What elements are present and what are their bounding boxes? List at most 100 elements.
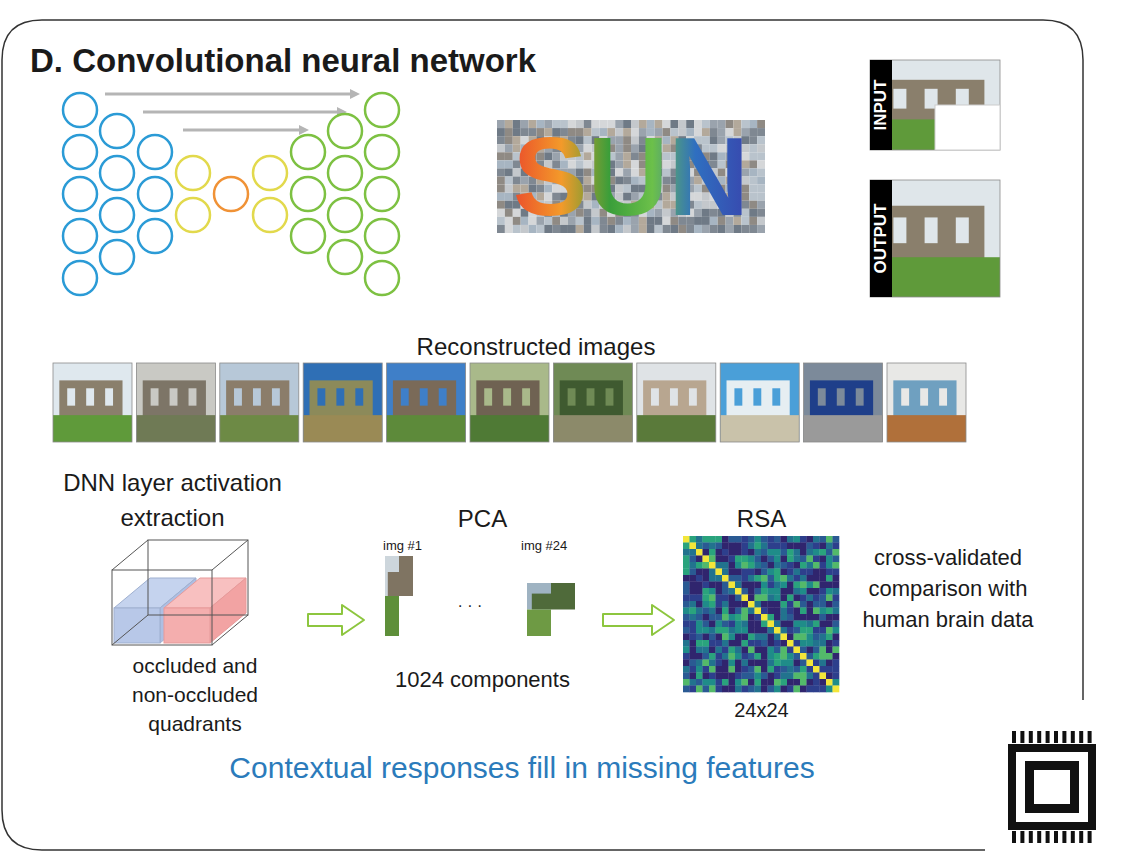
stage-text: img #24	[521, 538, 567, 555]
matrix-cell	[794, 575, 801, 582]
matrix-cell	[800, 588, 807, 595]
stage-text: 1024 components	[370, 666, 595, 695]
matrix-cell	[794, 647, 801, 654]
matrix-cell	[755, 575, 762, 582]
matrix-cell	[774, 608, 781, 615]
matrix-cell	[781, 588, 788, 595]
matrix-cell	[820, 582, 827, 589]
matrix-cell	[709, 627, 716, 634]
matrix-cell	[716, 549, 723, 556]
matrix-cell	[696, 660, 703, 667]
matrix-cell	[833, 588, 840, 595]
matrix-cell	[709, 536, 716, 543]
matrix-cell	[781, 686, 788, 693]
matrix-cell	[716, 575, 723, 582]
scene-image	[53, 363, 132, 442]
matrix-cell	[820, 634, 827, 641]
matrix-cell	[696, 673, 703, 680]
scene-window	[170, 388, 178, 405]
matrix-cell	[761, 627, 768, 634]
matrix-cell	[748, 634, 755, 641]
matrix-cell	[696, 601, 703, 608]
matrix-cell	[794, 588, 801, 595]
matrix-cell	[716, 556, 723, 563]
pipeline-stage: RSA24x24cross-validated comparison with …	[680, 498, 1050, 725]
matrix-cell	[807, 601, 814, 608]
matrix-cell	[787, 556, 794, 563]
matrix-cell	[690, 601, 697, 608]
scene-image	[470, 363, 549, 442]
matrix-cell	[768, 543, 775, 550]
matrix-cell	[703, 543, 710, 550]
matrix-cell	[787, 666, 794, 673]
matrix-cell	[781, 575, 788, 582]
matrix-cell	[820, 543, 827, 550]
matrix-cell	[722, 582, 729, 589]
matrix-cell	[774, 569, 781, 576]
scene-sky	[220, 363, 299, 442]
matrix-cell	[690, 647, 697, 654]
stage-text: 24x24	[683, 697, 840, 723]
matrix-cell	[833, 556, 840, 563]
matrix-cell	[696, 621, 703, 628]
matrix-cell	[703, 686, 710, 693]
matrix-cell	[690, 666, 697, 673]
matrix-cell	[781, 640, 788, 647]
matrix-cell	[722, 614, 729, 621]
matrix-cell	[690, 569, 697, 576]
matrix-cell	[735, 588, 742, 595]
matrix-cell	[781, 562, 788, 569]
matrix-cell	[748, 601, 755, 608]
matrix-cell	[787, 569, 794, 576]
matrix-cell	[833, 601, 840, 608]
matrix-cell	[748, 614, 755, 621]
matrix-cell	[709, 647, 716, 654]
stage-text: · · ·	[440, 596, 500, 617]
matrix-cell	[807, 679, 814, 686]
matrix-cell	[761, 536, 768, 543]
matrix-cell	[787, 601, 794, 608]
matrix-cell	[742, 549, 749, 556]
matrix-cell	[781, 569, 788, 576]
matrix-cell	[781, 601, 788, 608]
scene-structure	[893, 380, 956, 418]
cube-edge	[148, 540, 248, 615]
matrix-cell	[813, 588, 820, 595]
matrix-cell	[716, 640, 723, 647]
matrix-cell	[755, 621, 762, 628]
matrix-cell	[683, 536, 690, 543]
matrix-cell	[833, 569, 840, 576]
matrix-cell	[781, 653, 788, 660]
matrix-cell	[748, 647, 755, 654]
matrix-cell	[768, 569, 775, 576]
chip-pin	[1020, 831, 1024, 843]
matrix-cell	[826, 543, 833, 550]
matrix-cell	[755, 582, 762, 589]
matrix-cell	[729, 569, 736, 576]
chip-pin	[1046, 831, 1050, 843]
matrix-cell	[794, 621, 801, 628]
matrix-cell	[716, 660, 723, 667]
matrix-cell	[722, 556, 729, 563]
reconstructed-thumbnails	[53, 363, 966, 442]
matrix-cell	[820, 536, 827, 543]
scene-window	[401, 388, 409, 405]
matrix-cell	[833, 647, 840, 654]
autoencoder-arrows	[105, 89, 360, 135]
scene-window	[272, 388, 280, 405]
matrix-cell	[826, 601, 833, 608]
matrix-cell	[787, 588, 794, 595]
matrix-cell	[833, 666, 840, 673]
matrix-cell	[800, 640, 807, 647]
matrix-cell	[774, 582, 781, 589]
matrix-cell	[716, 686, 723, 693]
matrix-cell	[722, 575, 729, 582]
matrix-cell	[774, 627, 781, 634]
matrix-cell	[820, 549, 827, 556]
scene-window	[522, 388, 530, 405]
matrix-cell	[813, 549, 820, 556]
matrix-cell	[774, 595, 781, 602]
chip-core-inner	[1034, 770, 1070, 804]
matrix-cell	[826, 614, 833, 621]
chip-pin	[1062, 731, 1066, 743]
